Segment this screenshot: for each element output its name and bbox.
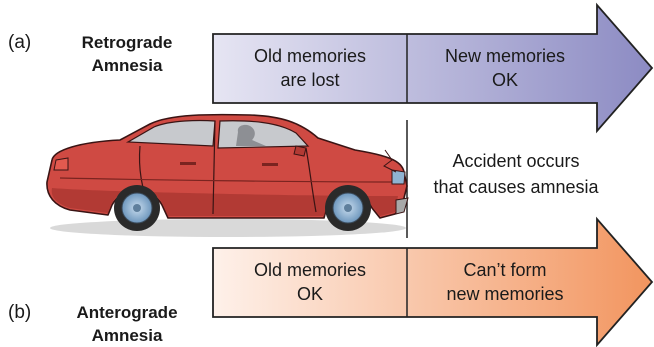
car-illustration	[46, 113, 409, 237]
anterograde-left-line2: OK	[297, 284, 323, 304]
anterograde-right-line1: Can’t form	[463, 260, 546, 280]
panel-a-title-line2: Amnesia	[92, 56, 163, 75]
panel-a-title-line1: Retrograde	[82, 33, 173, 52]
retrograde-right-line2: OK	[492, 70, 518, 90]
rear-wheel	[114, 185, 160, 231]
panel-a-letter: (a)	[8, 32, 31, 53]
accident-line2: that causes amnesia	[433, 177, 599, 197]
panel-b-title-line2: Amnesia	[92, 326, 163, 345]
front-wheel	[325, 185, 371, 231]
retrograde-arrow	[212, 2, 654, 134]
anterograde-right-line2: new memories	[446, 284, 563, 304]
anterograde-arrow	[212, 216, 654, 347]
accident-line1: Accident occurs	[452, 151, 579, 171]
panel-b-title-line1: Anterograde	[76, 303, 177, 322]
retrograde-left-line2: are lost	[280, 70, 339, 90]
anterograde-left-line1: Old memories	[254, 260, 366, 280]
retrograde-left-line1: Old memories	[254, 46, 366, 66]
car-windows	[125, 119, 216, 147]
panel-b-letter: (b)	[8, 302, 31, 323]
retrograde-right-line1: New memories	[445, 46, 565, 66]
